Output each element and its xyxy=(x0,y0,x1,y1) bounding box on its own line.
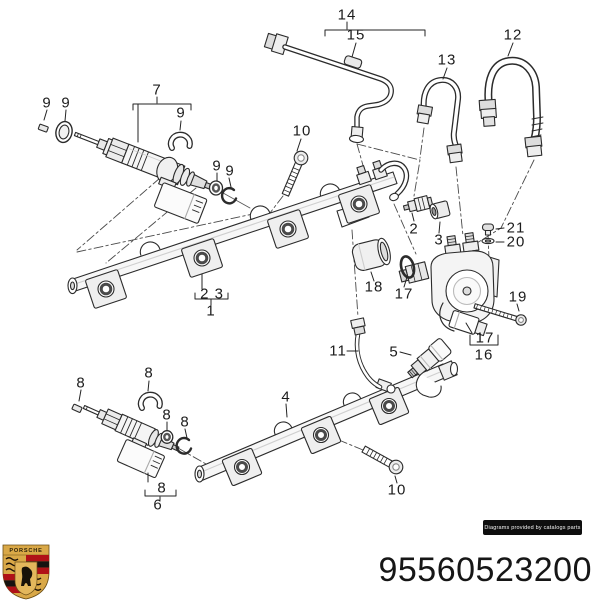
crest-horse xyxy=(21,566,33,586)
pump-connector xyxy=(448,310,488,337)
part-number: 95560523200 xyxy=(378,551,592,589)
watermark-badge: Diagrams provided by catalogs parts xyxy=(483,520,582,535)
bolt-19 xyxy=(473,303,527,326)
upper-fuel-rail xyxy=(67,159,410,309)
support-washer-9 xyxy=(208,180,224,196)
crest-stripes xyxy=(3,555,49,593)
rail-ports xyxy=(356,159,410,202)
seal-kit-lower xyxy=(71,391,193,455)
bolt-10-lower xyxy=(361,445,404,475)
fuel-line-14 xyxy=(263,32,394,144)
retaining-clip-9 xyxy=(167,131,193,151)
washer-20 xyxy=(481,237,495,245)
seal-kit-upper xyxy=(37,120,238,205)
pin-8 xyxy=(71,403,83,413)
clamp-15 xyxy=(343,55,363,69)
watermark-text: Diagrams provided by catalogs parts xyxy=(484,524,581,531)
sleeve-18 xyxy=(351,237,391,271)
fuel-injector-upper xyxy=(73,131,213,224)
valve-2 xyxy=(402,195,434,213)
sealing-cap-21 xyxy=(481,223,495,236)
o-ring-17 xyxy=(399,255,416,279)
lower-fuel-rail xyxy=(194,360,459,487)
retaining-clip-8 xyxy=(137,391,163,411)
support-washer-8 xyxy=(160,430,174,444)
fuel-hose-12 xyxy=(478,56,544,158)
bolt-10-upper xyxy=(281,150,309,197)
leader-lines xyxy=(43,21,520,501)
cap-3 xyxy=(429,200,451,220)
fuel-hose-11 xyxy=(350,317,383,390)
snap-ring-9 xyxy=(220,187,238,205)
pin-9 xyxy=(37,123,49,133)
sensor-port xyxy=(415,373,442,398)
porsche-crest: PORSCHE xyxy=(2,544,50,600)
fuel-hose-13 xyxy=(416,76,463,164)
pressure-sensor-5 xyxy=(407,338,452,379)
snap-ring-8 xyxy=(175,436,193,455)
crest-brand-text: PORSCHE xyxy=(9,548,42,554)
seal-ring-9 xyxy=(55,120,73,144)
